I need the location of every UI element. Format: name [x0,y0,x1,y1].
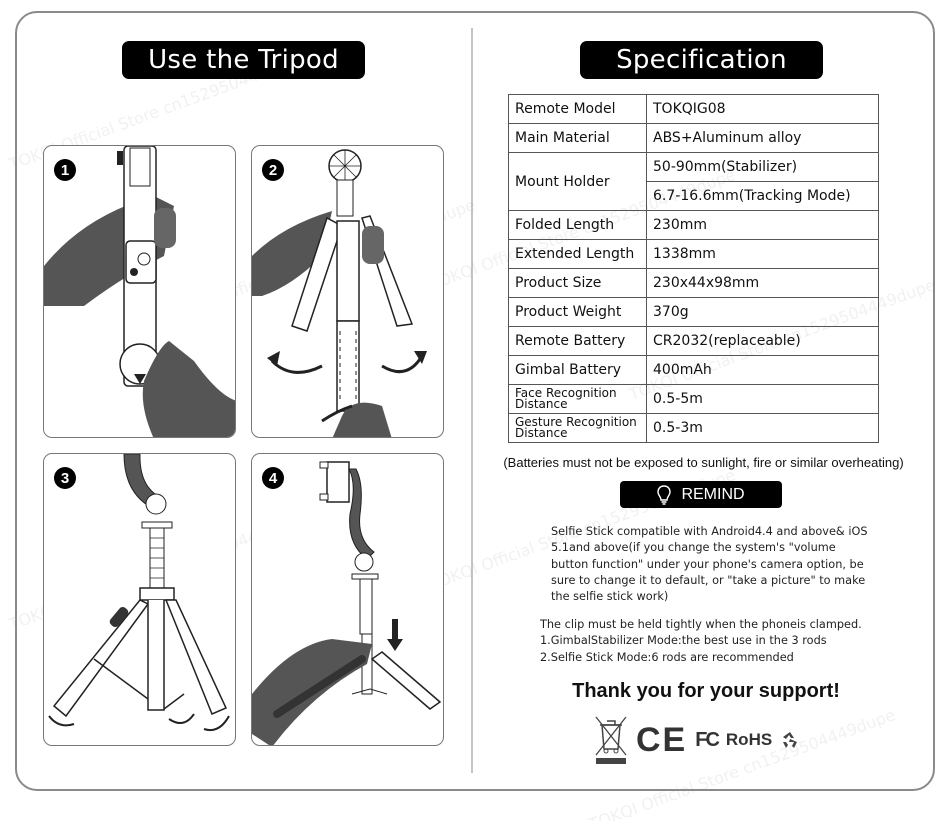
table-row: Mount Holder 50-90mm(Stabilizer) [508,152,879,211]
spec-label: Product Weight [508,297,647,327]
clip-note: The clip must be held tightly when the p… [540,618,862,631]
spec-value: TOKQIG08 [646,94,879,124]
table-row: Extended Length 1338mm [508,239,879,269]
table-row: Product Size 230x44x98mm [508,268,879,298]
rohs-mark: RoHS [725,730,773,749]
step-number-badge: 3 [54,467,76,489]
step-number-badge: 4 [262,467,284,489]
weee-bin-icon [595,716,627,764]
spec-label: Face Recognition Distance [508,384,647,414]
fcc-mark: FC [695,728,720,751]
table-row: Folded Length 230mm [508,210,879,240]
spec-label: Remote Battery [508,326,647,356]
spec-label: Gesture Recognition Distance [508,413,647,443]
remind-label: REMIND [620,481,782,508]
spec-value: 1338mm [646,239,879,269]
table-row: Gesture Recognition Distance 0.5-3m [508,413,879,443]
step-panel-2: 2 [251,145,444,438]
step-panel-4: 4 [251,453,444,746]
compatibility-text: Selfie Stick compatible with Android4.4 … [551,525,868,604]
spec-value: 370g [646,297,879,327]
thank-you-message: Thank you for your support! [572,680,840,702]
spec-label: Main Material [508,123,647,153]
spec-value: ABS+Aluminum alloy [646,123,879,153]
table-row: Product Weight 370g [508,297,879,327]
step-number-badge: 1 [54,159,76,181]
battery-warning: (Batteries must not be exposed to sunlig… [503,455,904,470]
spec-value: 400mAh [646,355,879,385]
clip-note: 1.GimbalStabilizer Mode:the best use in … [540,634,827,648]
step-2-illustration [252,149,427,437]
spec-label: Folded Length [508,210,647,240]
step-panel-3: 3 [43,453,236,746]
table-row: Face Recognition Distance 0.5-5m [508,384,879,414]
recycle-icon [783,732,798,748]
spec-label: Gimbal Battery [508,355,647,385]
step-3-illustration [48,454,230,732]
spec-label: Extended Length [508,239,647,269]
certification-marks: CE FC RoHS [594,714,800,766]
lightbulb-icon [657,484,672,505]
spec-value: 50-90mm(Stabilizer) [646,152,879,182]
step-1-illustration [44,146,235,437]
ce-mark: CE [636,720,688,759]
step-4-illustration [252,461,442,745]
spec-label: Mount Holder [508,152,647,211]
spec-value: 6.7-16.6mm(Tracking Mode) [646,181,879,211]
tripod-section-title: Use the Tripod [122,41,365,79]
spec-table: Remote Model TOKQIG08 Main Material ABS+… [508,94,879,443]
table-row: Remote Battery CR2032(replaceable) [508,326,879,356]
spec-value: 0.5-3m [646,413,879,443]
table-row: Gimbal Battery 400mAh [508,355,879,385]
section-divider [471,28,473,773]
clip-notes: The clip must be held tightly when the p… [540,617,880,666]
clip-note: 2.Selfie Stick Mode:6 rods are recommend… [540,650,794,664]
step-panel-1: 1 [43,145,236,438]
table-row: Remote Model TOKQIG08 [508,94,879,124]
step-number-badge: 2 [262,159,284,181]
spec-label: Product Size [508,268,647,298]
table-row: Main Material ABS+Aluminum alloy [508,123,879,153]
remind-text: REMIND [681,485,745,503]
spec-value: CR2032(replaceable) [646,326,879,356]
table-row: 6.7-16.6mm(Tracking Mode) [509,181,879,211]
specification-section-title: Specification [580,41,823,79]
spec-value: 230x44x98mm [646,268,879,298]
spec-value: 230mm [646,210,879,240]
spec-label: Remote Model [508,94,647,124]
spec-value: 0.5-5m [646,384,879,414]
